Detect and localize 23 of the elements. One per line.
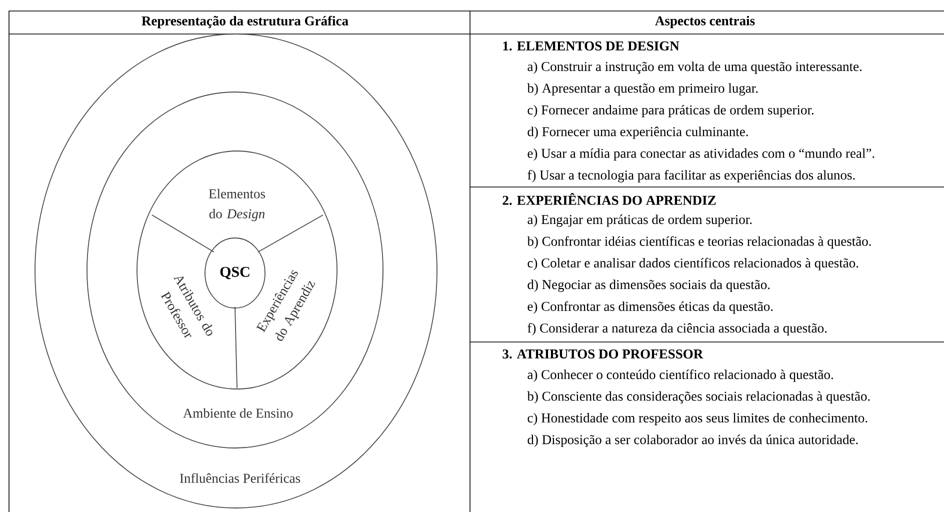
- list-item: d) Negociar as dimensões sociais da questão.: [528, 280, 770, 292]
- list-item: f) Usar a tecnologia para facilitar as experiências dos alunos.: [528, 170, 855, 182]
- list-item: a) Conhecer o conteúdo científico relacionado à questão.: [528, 370, 833, 382]
- list-item: e) Confrontar as dimensões éticas da questão.: [528, 301, 773, 314]
- list-item: b) Confrontar idéias científicas e teorias relacionadas à questão.: [527, 236, 871, 249]
- list-item: b) Consciente das considerações sociais relacionadas à questão.: [527, 391, 870, 404]
- section-heading: 3. ATRIBUTOS DO PROFESSOR: [502, 349, 704, 359]
- section-heading: 1. ELEMENTOS DE DESIGN: [503, 41, 680, 51]
- list-item: b) Apresentar a questão em primeiro lugar.: [527, 83, 758, 96]
- list-item: c) Honestidade com respeito aos seus limites de conhecimento.: [528, 413, 868, 426]
- list-item: d) Disposição a ser colaborador ao invés da única autoridade.: [528, 434, 858, 447]
- list-item: a) Engajar em práticas de ordem superior.: [528, 214, 752, 227]
- list-item: f) Considerar a natureza da ciência associada a questão.: [528, 323, 827, 336]
- divided-circle: [136, 150, 338, 390]
- list-item: e) Usar a mídia para conectar as atividades com o “mundo real”.: [528, 148, 874, 161]
- section-heading: 2. EXPERIÊNCIAS DO APRENDIZ: [502, 193, 716, 205]
- sector-label: Elementos do Design: [208, 188, 266, 222]
- list-item: a) Construir a instrução em volta de uma questão interessante.: [528, 62, 862, 74]
- list-item: c) Fornecer andaime para práticas de ordem superior.: [528, 104, 814, 118]
- list-item: c) Coletar e analisar dados científicos relacionados à questão.: [528, 258, 858, 270]
- column-header: Aspectos centrais: [655, 16, 755, 28]
- list-item: d) Fornecer uma experiência culminante.: [528, 126, 748, 139]
- column-header: Representação da estrutura Gráfica: [142, 16, 348, 28]
